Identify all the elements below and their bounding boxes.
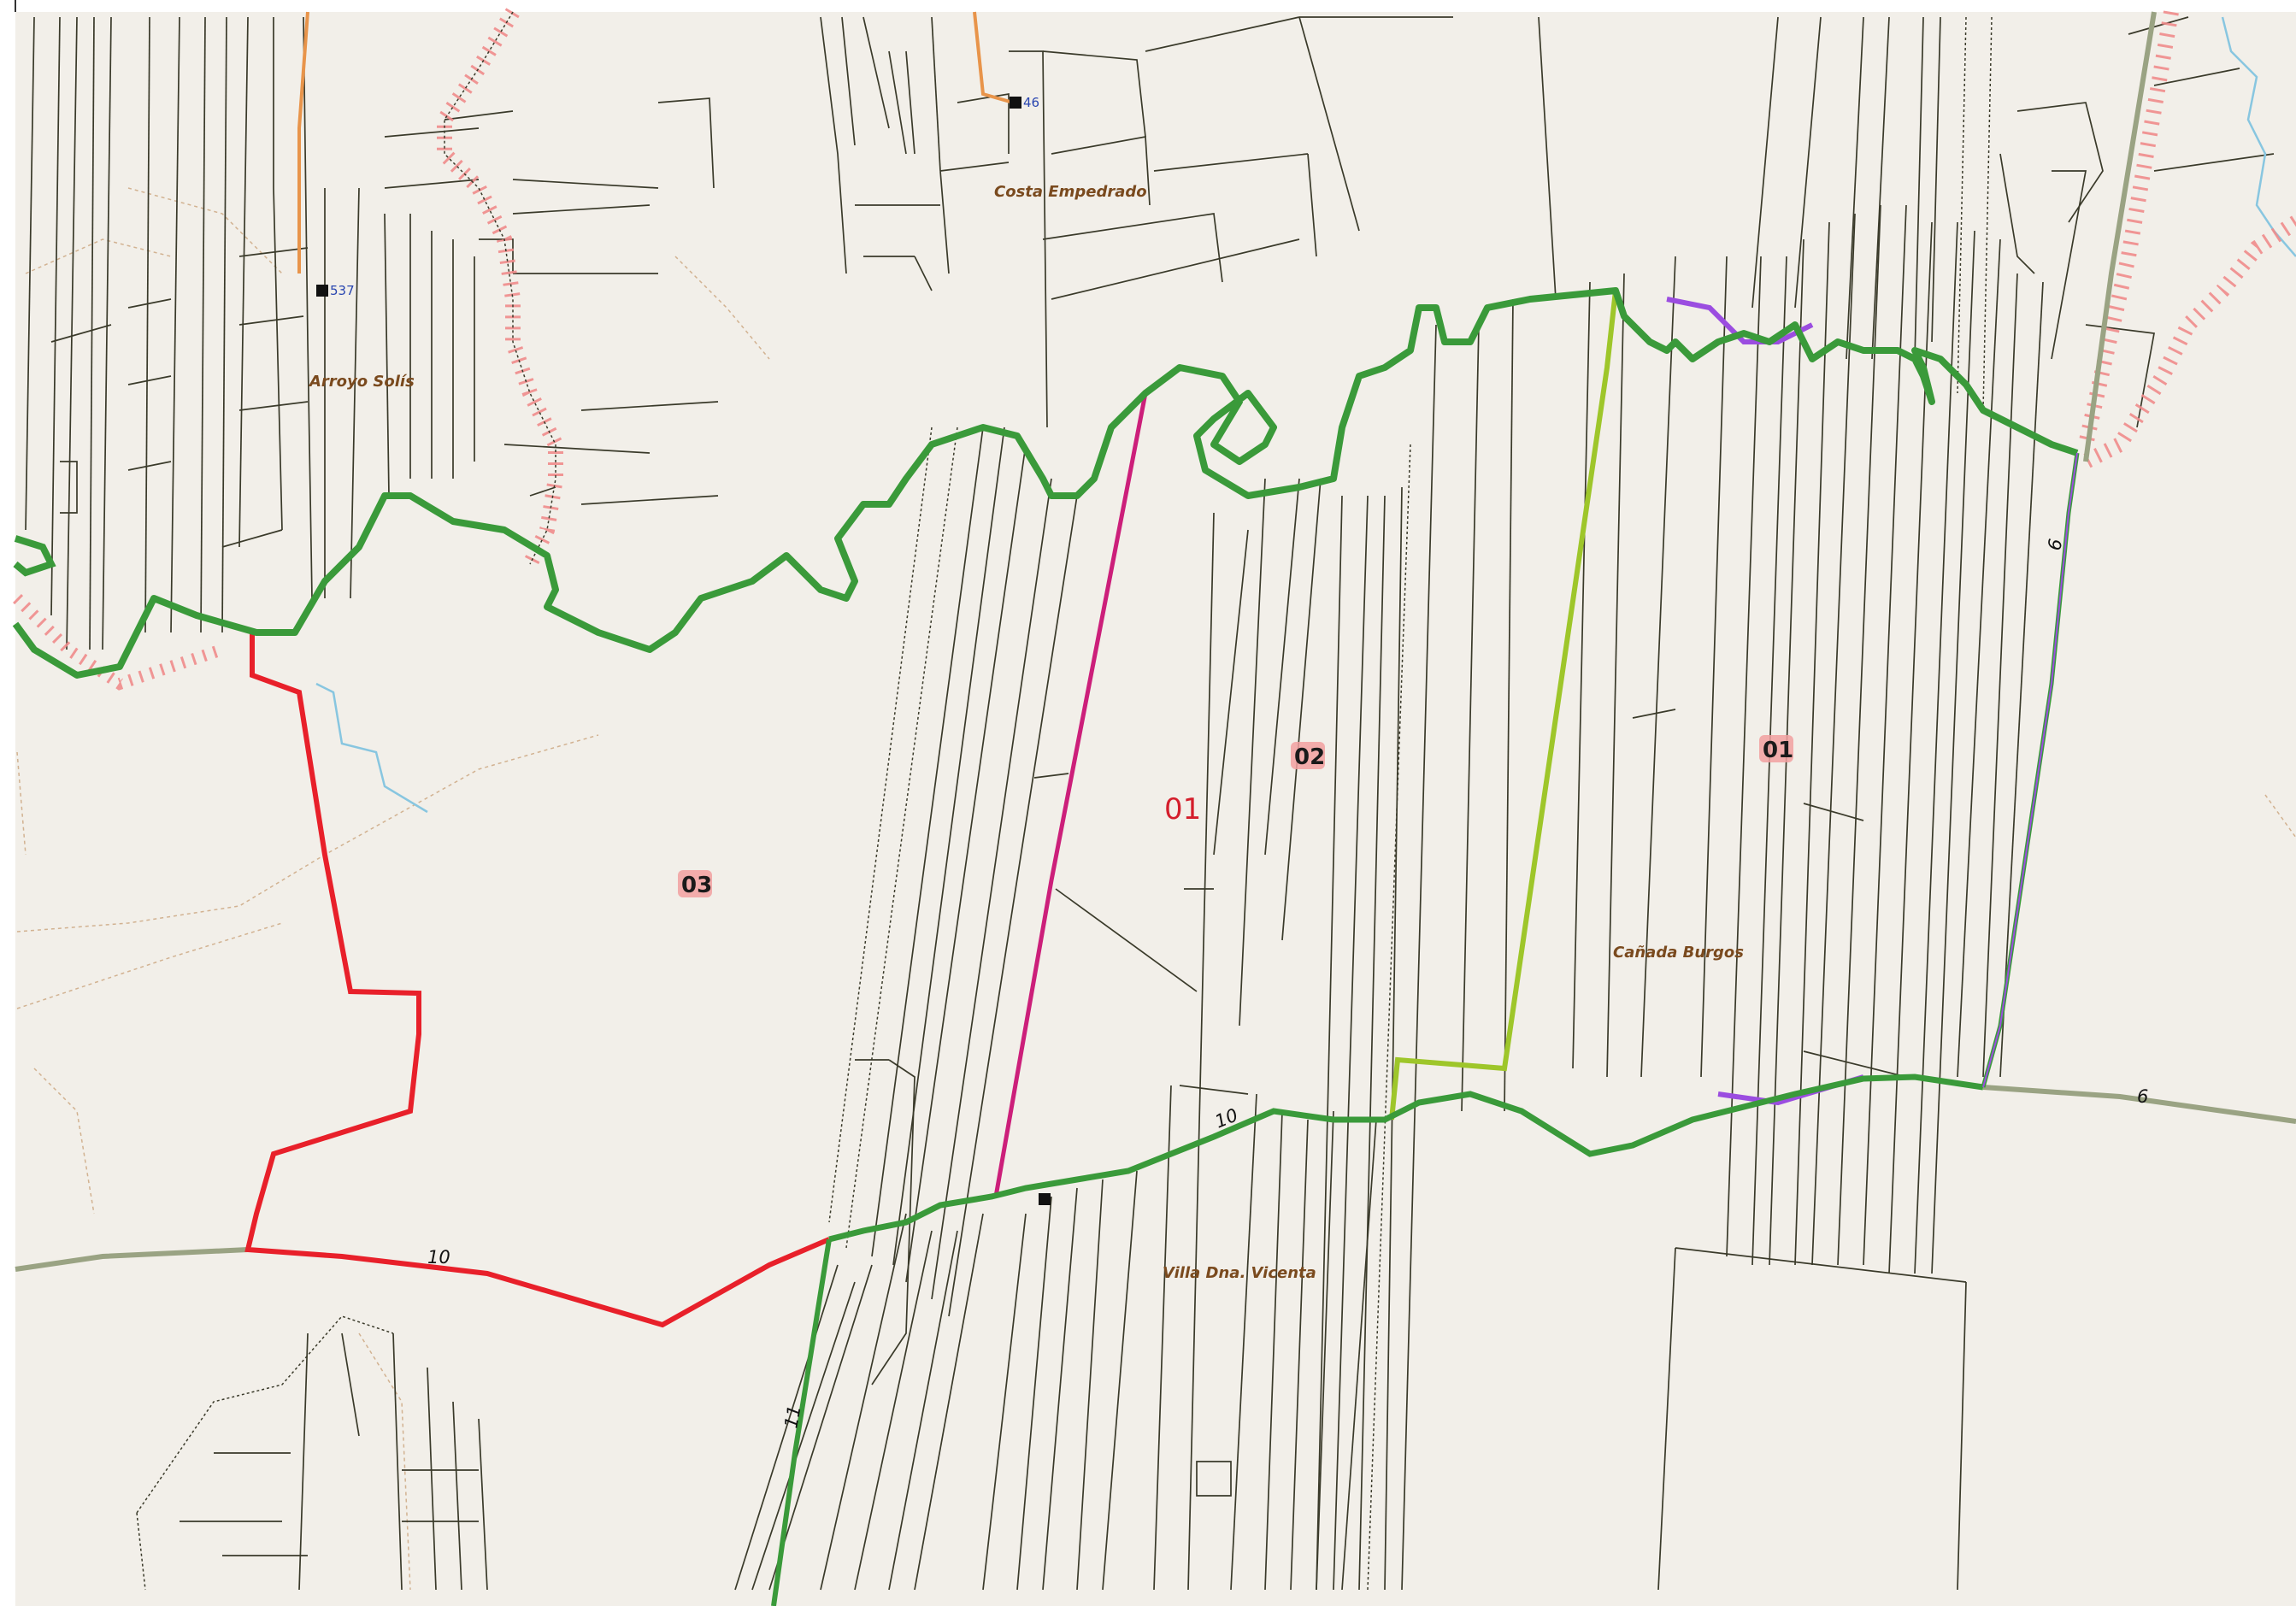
district-label-02: 02: [1294, 744, 1325, 770]
road-10-south: [771, 452, 2080, 1606]
road-ref-11: 11: [780, 1403, 804, 1429]
parcels-northwest: [25, 16, 719, 650]
building-icon: [1039, 1193, 1051, 1205]
building-icon: [316, 285, 328, 297]
district-badge-02-bg: [1291, 742, 1325, 769]
place-label-canada-burgos: Cañada Burgos: [1613, 944, 1744, 962]
streams: [315, 16, 2296, 814]
district-badge-03-bg: [678, 870, 712, 897]
minor-roads: [297, 11, 1014, 274]
poi-markers: [316, 97, 1051, 1205]
place-label-villa-dna-vicenta: Villa Dna. Vicenta: [1163, 1264, 1316, 1282]
house-number-537: 537: [330, 283, 355, 298]
house-number-46: 46: [1023, 95, 1039, 110]
zone-label-01: 01: [1164, 792, 1201, 827]
parcels-north: [820, 16, 1557, 428]
place-label-arroyo-solis: Arroyo Solís: [308, 373, 415, 391]
main-roads: [15, 11, 2296, 1272]
railway: [13, 8, 2296, 691]
map-background: [15, 12, 2296, 1606]
road-ref-6-north: 6: [2044, 538, 2066, 552]
district-badge-01-bg: [1759, 735, 1793, 762]
district-label-03: 03: [681, 873, 712, 898]
building-icon: [1010, 97, 1021, 109]
boundary-magenta: [993, 392, 1148, 1197]
river-boundary: [12, 287, 2079, 679]
road-ref-6-east: 6: [2137, 1086, 2148, 1107]
district-label-01: 01: [1763, 738, 1793, 763]
road-ref-10-mid: 10: [1212, 1104, 1241, 1132]
boundary-red: [244, 632, 831, 1328]
road-ref-10-west: 10: [427, 1247, 450, 1268]
place-label-costa-empedrado: Costa Empedrado: [994, 183, 1147, 201]
parcels-south: [136, 1059, 1967, 1591]
boundary-lime: [1389, 290, 1618, 1121]
